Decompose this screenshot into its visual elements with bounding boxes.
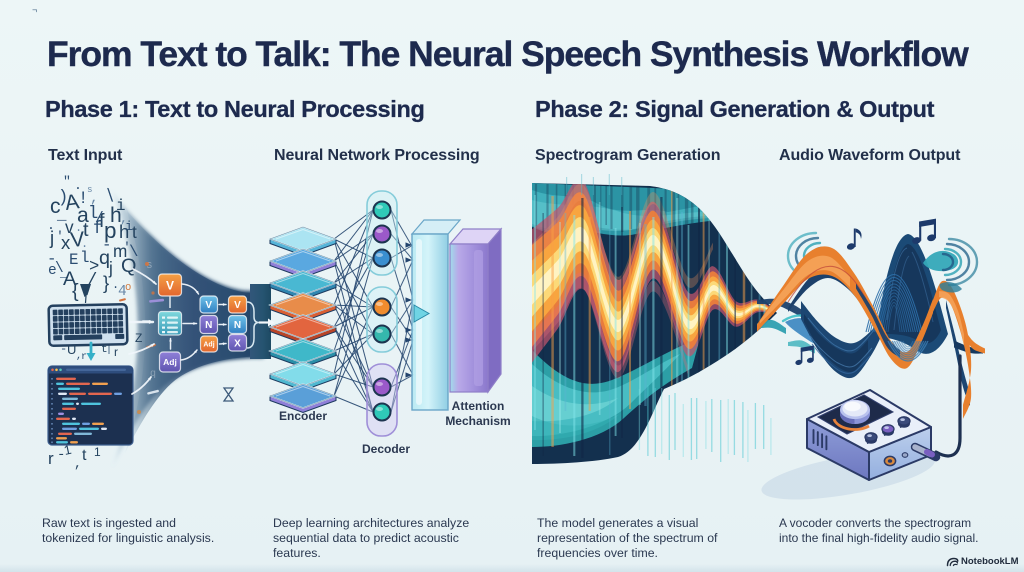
svg-text:e: e: [48, 263, 57, 279]
svg-text:s: s: [87, 184, 93, 195]
svg-text:Adj: Adj: [203, 342, 214, 349]
svg-text:-: -: [47, 250, 56, 268]
svg-text:\: \: [103, 187, 116, 208]
svg-text:o: o: [125, 282, 131, 294]
svg-text:N: N: [234, 320, 241, 331]
svg-text:l: l: [80, 249, 89, 267]
svg-text:\: \: [55, 261, 64, 277]
svg-text:': ': [123, 240, 131, 255]
svg-text:f: f: [93, 220, 103, 239]
svg-text:,: ,: [120, 211, 128, 226]
svg-text:X: X: [234, 338, 241, 349]
svg-text:1: 1: [94, 445, 101, 459]
svg-text:}: }: [103, 272, 109, 293]
svg-text:V: V: [234, 300, 241, 311]
svg-text:A: A: [63, 190, 81, 215]
svg-text:Mechanism: Mechanism: [445, 414, 510, 428]
svg-text:c: c: [50, 195, 61, 218]
svg-text:.: .: [112, 278, 119, 292]
svg-text:V: V: [166, 278, 174, 292]
svg-text:V: V: [205, 300, 212, 311]
svg-text:j: j: [49, 227, 54, 248]
svg-text:Adj: Adj: [163, 357, 177, 367]
svg-text:i: i: [125, 219, 133, 234]
svg-text:N: N: [205, 320, 212, 331]
svg-text:-: -: [60, 342, 67, 356]
svg-text:Encoder: Encoder: [279, 409, 327, 423]
svg-text:': ': [104, 440, 111, 454]
svg-text:U: U: [67, 342, 76, 357]
svg-text:t: t: [83, 219, 89, 241]
svg-text:p: p: [104, 218, 116, 243]
svg-text:Q: Q: [121, 255, 136, 277]
svg-text:t: t: [132, 222, 137, 242]
svg-text:': ': [56, 229, 64, 244]
svg-text:-: -: [57, 447, 65, 463]
svg-text:f: f: [99, 210, 105, 232]
svg-text:Decoder: Decoder: [362, 442, 410, 456]
svg-text:.: .: [75, 221, 82, 235]
svg-text:t: t: [101, 344, 108, 356]
svg-text:V: V: [69, 228, 85, 252]
svg-text:t: t: [82, 447, 87, 464]
svg-text:/: /: [95, 211, 104, 227]
svg-text:q: q: [99, 247, 110, 269]
svg-text:/: /: [87, 272, 97, 291]
svg-text:-: -: [102, 236, 111, 254]
svg-text:q: q: [150, 369, 156, 380]
svg-text:.: .: [81, 237, 88, 251]
svg-text:.: .: [47, 218, 55, 233]
svg-text:r: r: [48, 449, 54, 468]
svg-text:j: j: [108, 258, 113, 278]
svg-text:E: E: [69, 251, 78, 269]
svg-text:A: A: [63, 268, 77, 290]
svg-text:\: \: [129, 243, 138, 261]
svg-text:¬: ¬: [32, 6, 37, 16]
svg-text:): ): [58, 189, 68, 208]
svg-text:_: _: [56, 206, 67, 224]
svg-text:Attention: Attention: [452, 399, 505, 413]
svg-text:|: |: [106, 344, 112, 356]
svg-text:,: ,: [90, 191, 99, 207]
svg-text:{: {: [72, 280, 79, 302]
svg-text:m: m: [113, 241, 127, 261]
svg-text:.: .: [74, 178, 82, 193]
svg-text:h: h: [110, 204, 122, 227]
svg-text:r: r: [114, 345, 118, 359]
svg-text:,: ,: [76, 351, 82, 362]
svg-text:4: 4: [118, 284, 127, 300]
svg-text:l: l: [88, 205, 98, 224]
svg-text:!: !: [78, 190, 88, 209]
svg-text:r: r: [81, 352, 87, 363]
svg-text:Z: Z: [135, 331, 142, 345]
svg-text:v: v: [65, 217, 74, 237]
svg-text:_: _: [59, 265, 68, 280]
svg-text:x: x: [61, 232, 71, 253]
svg-text:": ": [63, 174, 71, 189]
svg-text:h: h: [119, 221, 129, 242]
svg-text:s: s: [146, 260, 153, 272]
svg-text:1: 1: [63, 442, 73, 458]
svg-text:>: >: [89, 258, 99, 277]
svg-text:a: a: [77, 204, 89, 227]
svg-text:i: i: [116, 197, 125, 215]
svg-text:,: ,: [74, 456, 82, 471]
